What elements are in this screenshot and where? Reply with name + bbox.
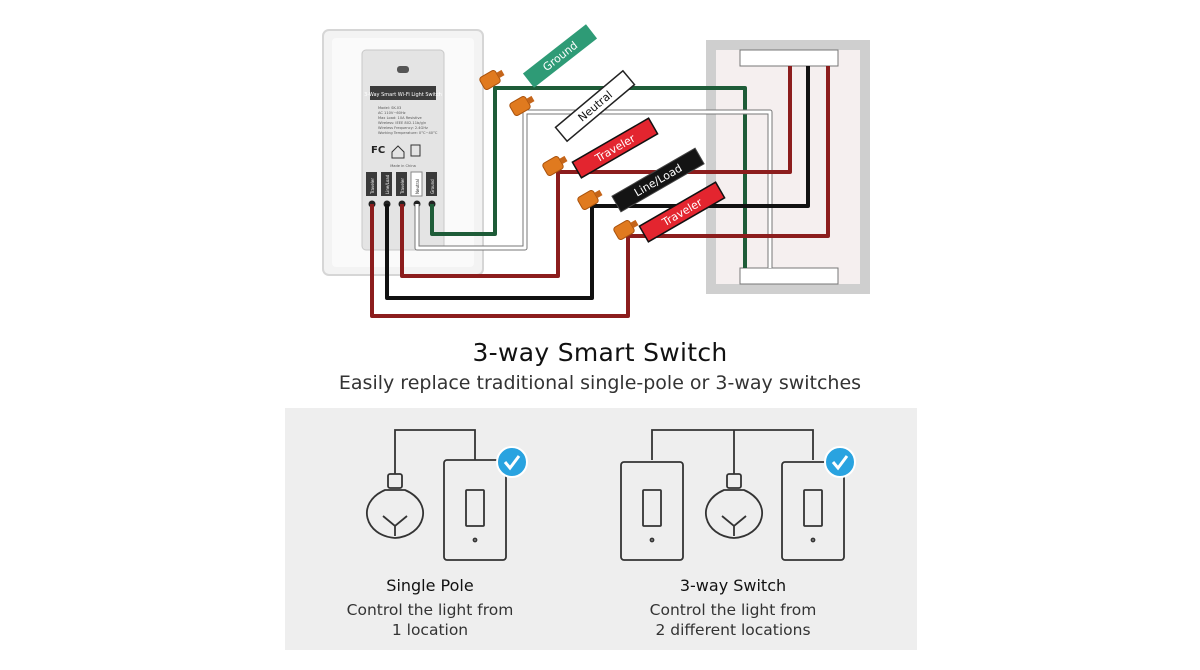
check-badge-icon (496, 446, 528, 478)
option-title: Single Pole (386, 576, 474, 595)
option-title: 3-way Switch (679, 576, 787, 595)
terminal-label: Traveler (400, 178, 405, 195)
terminal-label: Ground (430, 179, 435, 194)
spec-line: Wireless: IEEE 802.11b/g/n (378, 121, 426, 125)
wire-tag-traveler: Traveler (571, 117, 659, 179)
page-subtitle: Easily replace traditional single-pole o… (338, 372, 862, 394)
terminal-label: Neutral (415, 179, 420, 194)
wire-tag-neutral: Neutral (554, 69, 636, 143)
device-spec-lines: Model: SK-03 AC 110V~60Hz Max Load: 10A … (378, 106, 438, 135)
fcc-mark: FC (371, 145, 385, 156)
page-title: 3-way Smart Switch (472, 338, 728, 367)
wire-tag-ground: Ground (522, 24, 598, 88)
recycle-icon (410, 144, 421, 157)
single-pole-wire (394, 429, 476, 474)
switch-plate-icon (781, 461, 845, 561)
terminal-block: Traveler Line/Load Traveler Neutral Grou… (366, 171, 437, 197)
fixture-top-bar (739, 49, 839, 67)
ground-wire (430, 86, 747, 268)
device-label: 3-Way Smart Wi-Fi Light Switch (364, 92, 442, 98)
option-single-pole: Single Pole Control the light from 1 loc… (300, 576, 560, 640)
wiring-diagram: 3-Way Smart Wi-Fi Light Switch Model: SK… (322, 24, 870, 318)
three-way-wire (651, 429, 814, 474)
home-icon (391, 145, 405, 159)
fixture-bottom-bar (739, 267, 839, 285)
option-description-line: Control the light from (346, 601, 514, 619)
switch-plate-icon (620, 461, 684, 561)
spec-line: Working Temperature: 0°C~40°C (378, 131, 438, 135)
switch-slot (397, 66, 409, 73)
made-in-line: Made in China (390, 164, 416, 168)
terminal-label: Line/Load (385, 174, 390, 194)
option-description-line: Control the light from (649, 601, 817, 619)
bulb-icon (366, 473, 424, 539)
check-badge-icon (824, 446, 856, 478)
switch-plate-icon (443, 459, 507, 561)
line-load-wire (385, 66, 810, 300)
spec-line: AC 110V~60Hz (378, 111, 406, 115)
bulb-icon (705, 473, 763, 539)
option-description-line: 1 location (391, 621, 469, 639)
spec-line: Wireless Frequency: 2.4GHz (378, 126, 428, 130)
neutral-wire (415, 110, 772, 268)
spec-line: Max Load: 10A Resistive (378, 116, 423, 120)
option-description-line: 2 different locations (655, 621, 811, 639)
single-pole-diagram (366, 429, 507, 561)
traveler-wire (400, 66, 792, 278)
switch-options-panel: Single Pole Control the light from 1 loc… (285, 408, 917, 650)
three-way-diagram (620, 429, 845, 561)
terminal-label: Traveler (370, 178, 375, 195)
wire-nuts (479, 69, 639, 240)
traveler-wire (370, 66, 830, 318)
option-three-way: 3-way Switch Control the light from 2 di… (603, 576, 863, 640)
options-illustrations (366, 429, 856, 561)
spec-line: Model: SK-03 (378, 106, 401, 110)
device-label-strip (370, 86, 436, 100)
